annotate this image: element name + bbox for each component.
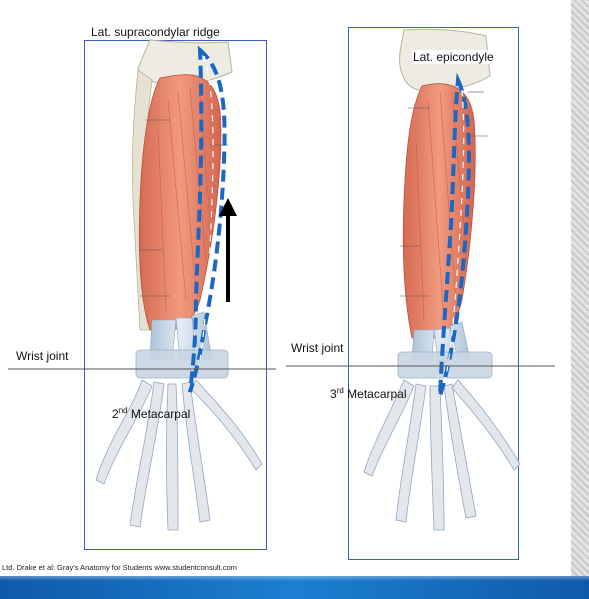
right-dashed-outline (438, 72, 471, 397)
left-arrow-head (219, 198, 237, 216)
second-metacarpal-suffix: nd (118, 406, 128, 415)
bottom-banner (0, 576, 589, 599)
left-panel-frame (84, 40, 267, 550)
left-wrist-joint-label: Wrist joint (16, 349, 69, 363)
right-forearm (363, 28, 521, 531)
forearm-illustration (8, 28, 555, 531)
left-retinaculum (135, 349, 229, 379)
right-wrist-joint-label: Wrist joint (291, 341, 344, 355)
third-metacarpal-number: 3 (330, 387, 337, 401)
left-muscle-striations (157, 87, 211, 311)
lat-epicondyle-label: Lat. epicondyle (412, 50, 495, 64)
right-muscle-striations (415, 91, 467, 321)
second-metacarpal-label: 2nd Metacarpal (112, 406, 190, 421)
bottom-banner-shine (0, 576, 589, 581)
right-retinaculum (397, 351, 493, 379)
slide: Lat. supracondylar ridge Lat. epicondyle… (2, 25, 555, 572)
left-dashed-outline (188, 45, 227, 393)
third-metacarpal-word: Metacarpal (343, 387, 407, 401)
left-hand-bones (95, 379, 263, 531)
right-hand-bones (363, 379, 521, 531)
second-metacarpal-word: Metacarpal (127, 407, 191, 421)
lat-supracondylar-ridge-label: Lat. supracondylar ridge (91, 25, 220, 39)
right-panel-frame (348, 27, 519, 560)
image-credit: Ltd. Drake et al: Gray's Anatomy for Stu… (2, 563, 237, 572)
left-forearm (95, 39, 263, 531)
left-dashed-inner (199, 55, 214, 361)
window-edge-strip (571, 0, 589, 599)
right-muscle-belly (402, 83, 476, 339)
third-metacarpal-suffix: rd (336, 386, 344, 395)
third-metacarpal-label: 3rd Metacarpal (330, 386, 407, 401)
second-metacarpal-number: 2 (112, 407, 119, 421)
right-dashed-inner (443, 89, 465, 387)
